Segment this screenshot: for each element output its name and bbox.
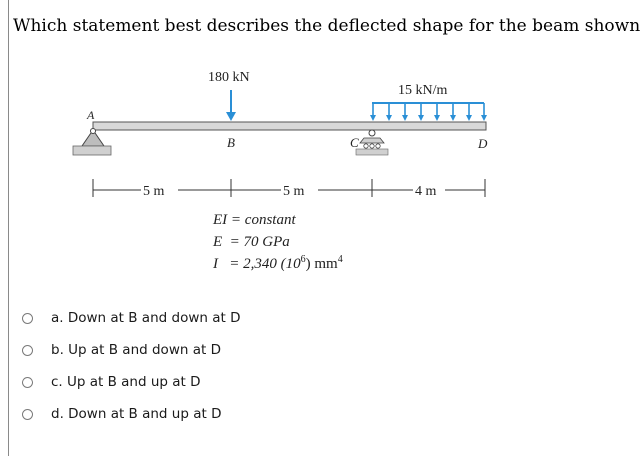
i-line-main: I = 2,340 (10 (212, 256, 301, 272)
answer-options: a. Down at B and down at D b. Up at B an… (22, 302, 240, 430)
option-a-label[interactable]: a. Down at B and down at D (51, 310, 241, 326)
option-b-radio[interactable] (22, 344, 33, 356)
i-line-unit: ) mm (306, 256, 338, 272)
distributed-load-label: 15 kN/m (398, 83, 448, 98)
option-a[interactable]: a. Down at B and down at D (22, 302, 240, 334)
option-d[interactable]: d. Down at B and up at D (22, 398, 240, 430)
i-line: I = 2,340 (106) mm4 (212, 254, 343, 272)
beam (92, 121, 487, 131)
question-text: Which statement best describes the defle… (13, 16, 640, 36)
option-c-label[interactable]: c. Up at B and up at D (51, 374, 201, 390)
option-c-radio[interactable] (22, 376, 33, 388)
pin-support-a (72, 128, 112, 156)
dimension-cd: 4 m (415, 184, 437, 199)
option-a-radio[interactable] (22, 312, 33, 324)
ei-line: EI = constant (212, 212, 296, 228)
e-line: E = 70 GPa (212, 234, 290, 250)
option-b[interactable]: b. Up at B and down at D (22, 334, 240, 366)
label-b: B (227, 135, 235, 150)
option-b-label[interactable]: b. Up at B and down at D (51, 342, 221, 358)
dimension-ab: 5 m (143, 184, 165, 199)
label-d: D (477, 136, 488, 151)
option-d-label[interactable]: d. Down at B and up at D (51, 406, 222, 422)
option-c[interactable]: c. Up at B and up at D (22, 366, 240, 398)
dimension-lines (92, 179, 486, 197)
i-line-exponent: 6 (301, 254, 306, 265)
beam-diagram: 180 kN 15 kN/m A B C (72, 70, 488, 272)
option-d-radio[interactable] (22, 408, 33, 420)
i-line-unit-exponent: 4 (338, 254, 343, 265)
label-c: C (350, 135, 359, 150)
point-load-label: 180 kN (208, 70, 250, 85)
label-a: A (86, 108, 95, 122)
roller-support-c (355, 129, 389, 156)
point-load-arrow (226, 90, 236, 121)
left-border (8, 0, 9, 456)
dimension-bc: 5 m (283, 184, 305, 199)
distributed-load-arrows (370, 102, 487, 121)
